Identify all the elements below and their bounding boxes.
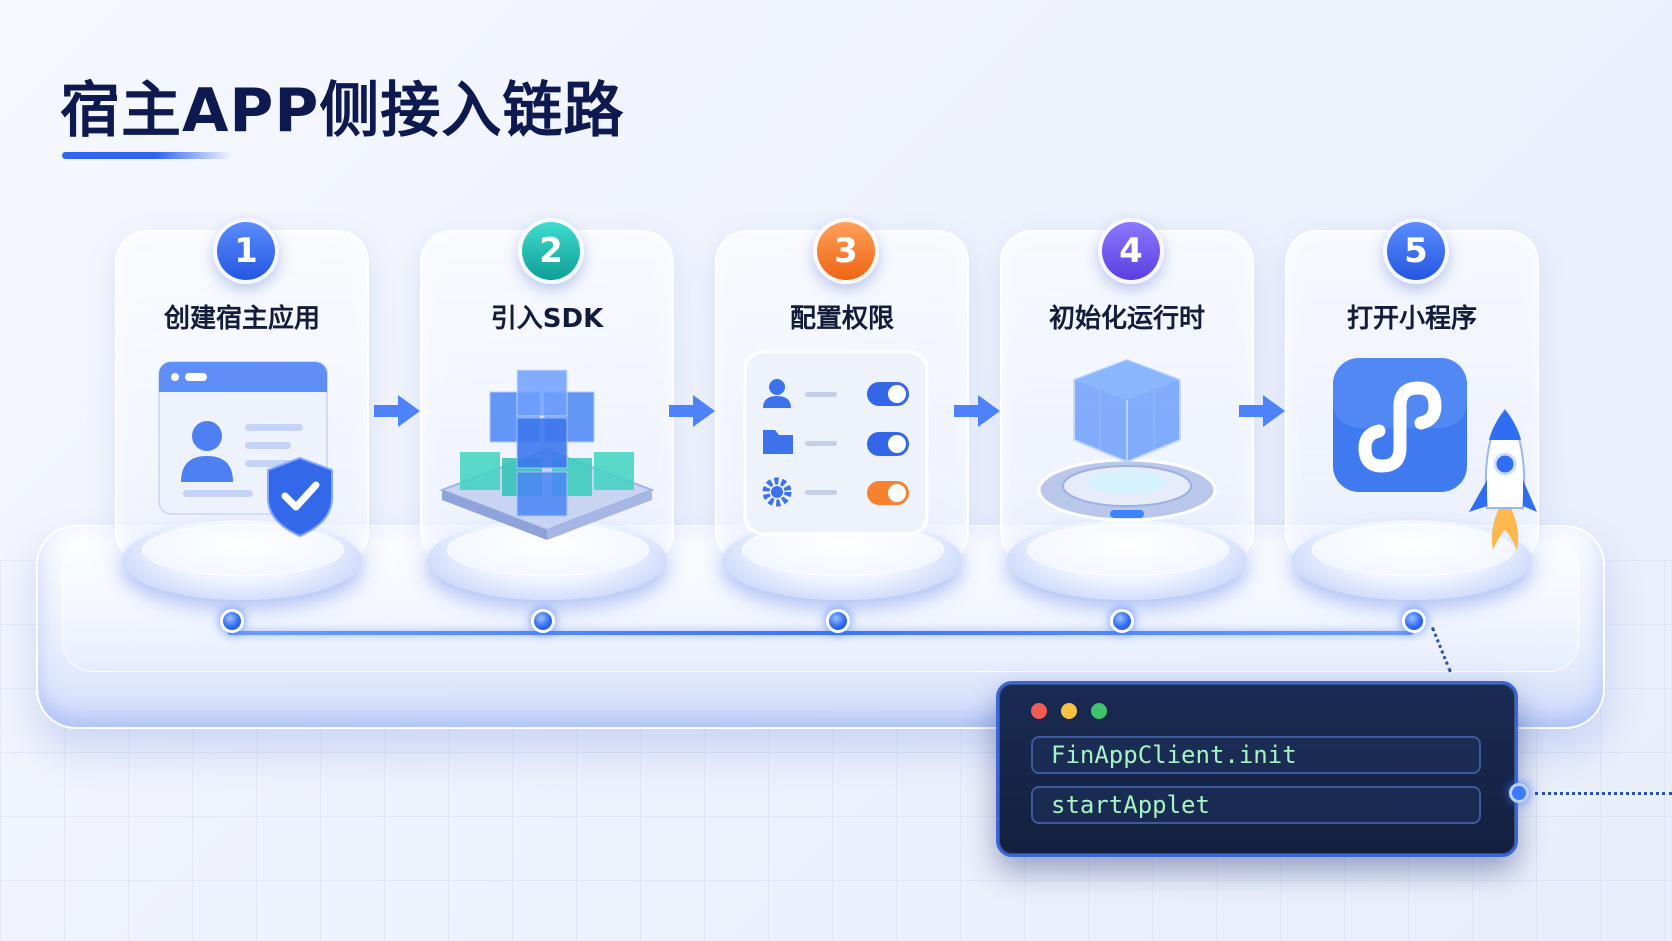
code-line-start: startApplet [1031, 786, 1481, 824]
pedestal-top [1027, 524, 1229, 576]
step-card-4: 4 初始化运行时 [1000, 218, 1254, 600]
connection-rail [228, 631, 1412, 635]
sdk-cubes-icon [439, 369, 655, 540]
code-panel-node [1509, 783, 1529, 803]
step-card-1: 1 创建宿主应用 [115, 218, 369, 600]
step-card-2: 2 引入SDK [420, 218, 674, 600]
step-badge-3: 3 [813, 218, 879, 284]
browser-profile-icon [158, 361, 333, 538]
step-badge-2: 2 [518, 218, 584, 284]
dotted-connector [1535, 792, 1672, 795]
step-badge-4: 4 [1098, 218, 1164, 284]
rail-node-1 [220, 609, 244, 633]
runtime-cube-icon [1037, 358, 1217, 522]
step-card-5: 5 打开小程序 [1285, 218, 1539, 600]
toggle-icon [867, 481, 909, 505]
traffic-light-yellow [1061, 703, 1077, 719]
rail-node-4 [1110, 609, 1134, 633]
step-badge-5: 5 [1383, 218, 1449, 284]
folder-icon [763, 430, 793, 454]
step-card-3: 3 配置权限 [715, 218, 969, 600]
permission-panel [743, 350, 929, 536]
step-label-1: 创建宿主应用 [163, 304, 320, 334]
step-label-3: 配置权限 [789, 304, 894, 334]
rail-node-5 [1402, 609, 1426, 633]
miniprogram-logo-icon [1358, 381, 1442, 473]
toggle-icon [867, 432, 909, 456]
step-badge-1: 1 [213, 218, 279, 284]
step-label-5: 打开小程序 [1346, 304, 1477, 334]
code-panel: FinAppClient.init startApplet [996, 681, 1518, 857]
rail-node-3 [826, 609, 850, 633]
arrow-right-icon [669, 395, 715, 427]
code-line-init: FinAppClient.init [1031, 736, 1481, 774]
traffic-light-green [1091, 703, 1107, 719]
arrow-right-icon [374, 395, 420, 427]
step-label-2: 引入SDK [490, 304, 604, 334]
arrow-right-icon [954, 395, 1000, 427]
title-underline [62, 152, 232, 159]
pedestal-top [142, 524, 344, 576]
rocket-icon [1469, 408, 1537, 550]
step-label-4: 初始化运行时 [1048, 304, 1205, 334]
pedestal-top [1312, 524, 1514, 576]
page-title: 宿主APP侧接入链路 [60, 76, 625, 146]
rail-node-2 [531, 609, 555, 633]
arrow-right-icon [1239, 395, 1285, 427]
toggle-icon [867, 382, 909, 406]
traffic-light-red [1031, 703, 1047, 719]
shield-check-icon [267, 456, 333, 538]
gear-icon [762, 477, 792, 507]
user-icon [763, 379, 791, 408]
miniprogram-illustration [1333, 358, 1537, 550]
